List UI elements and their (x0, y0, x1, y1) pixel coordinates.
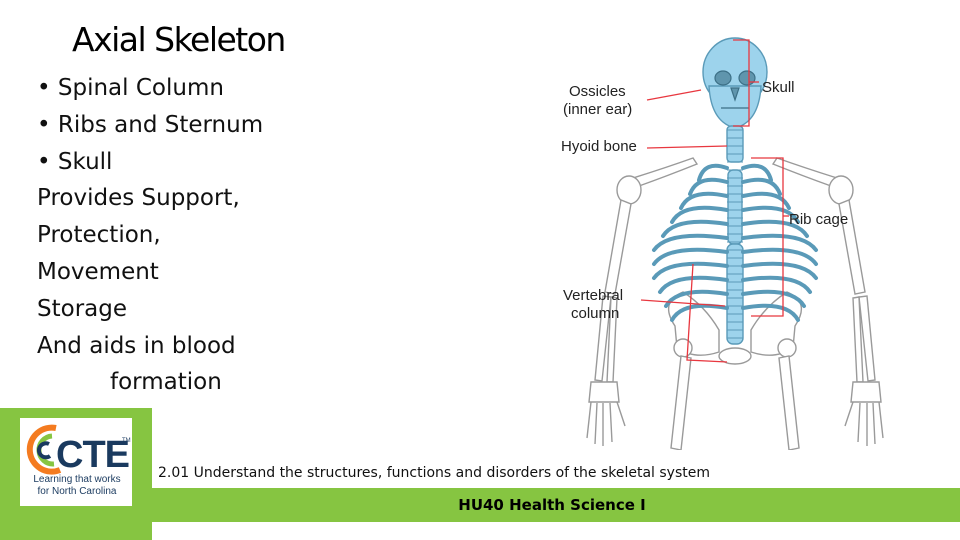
bullet-item: • Skull (37, 148, 113, 175)
rib (652, 261, 729, 280)
label-vertebral-sub: column (571, 305, 619, 322)
label-hyoid-bone: Hyoid bone (561, 138, 637, 155)
cte-swirl-icon (26, 424, 62, 475)
rib (741, 177, 782, 196)
body-line: And aids in blood (37, 332, 236, 359)
tagline-line: Learning that works (33, 474, 121, 485)
rib (741, 303, 800, 322)
rib (741, 163, 773, 182)
rib-cage (652, 163, 818, 322)
body-line: Movement (37, 258, 159, 285)
rib (670, 303, 729, 322)
bullet-item: • Spinal Column (37, 75, 224, 101)
body-line: formation (110, 369, 222, 396)
course-title: HU40 Health Science I (458, 496, 646, 514)
rib (652, 247, 729, 266)
body-line: Storage (37, 295, 127, 322)
tagline-line: for North Carolina (37, 486, 117, 497)
bullet-list: • Spinal Column • Ribs and Sternum • Sku… (37, 70, 263, 401)
leader-lines (640, 39, 789, 363)
body-line: Protection, (37, 222, 161, 249)
appendicular-skeleton (586, 157, 884, 450)
rib (658, 275, 729, 294)
rib (679, 191, 729, 210)
label-ossicles: Ossicles (569, 83, 626, 100)
trademark: TM (122, 438, 131, 444)
rib (652, 233, 729, 252)
label-ossicles-sub: (inner ear) (563, 101, 632, 118)
standard-text: 2.01 Understand the structures, function… (158, 465, 711, 481)
body-line: Provides Support, (37, 185, 240, 212)
vertebrae (727, 129, 743, 339)
rib (697, 163, 729, 182)
rib (741, 219, 809, 238)
label-vertebral: Vertebral (563, 287, 623, 304)
rib (741, 191, 791, 210)
rib (661, 219, 729, 238)
slide-title: Axial Skeleton (72, 20, 286, 59)
label-skull: Skull (762, 79, 795, 96)
rib (741, 247, 818, 266)
rib (741, 205, 800, 224)
bullet-item: • Ribs and Sternum (37, 111, 264, 138)
cte-wordmark: CTE (56, 434, 130, 476)
rib (741, 261, 818, 280)
rib (688, 177, 729, 196)
rib (741, 233, 818, 252)
axial-skeleton (702, 37, 768, 345)
rib (670, 205, 729, 224)
cte-tagline: Learning that works for North Carolina (24, 474, 130, 498)
skeleton-diagram: Ossicles (inner ear) Hyoid bone Skull Ri… (561, 37, 884, 450)
footer-bar (152, 488, 960, 522)
rib (741, 275, 812, 294)
label-rib-cage: Rib cage (789, 211, 848, 228)
